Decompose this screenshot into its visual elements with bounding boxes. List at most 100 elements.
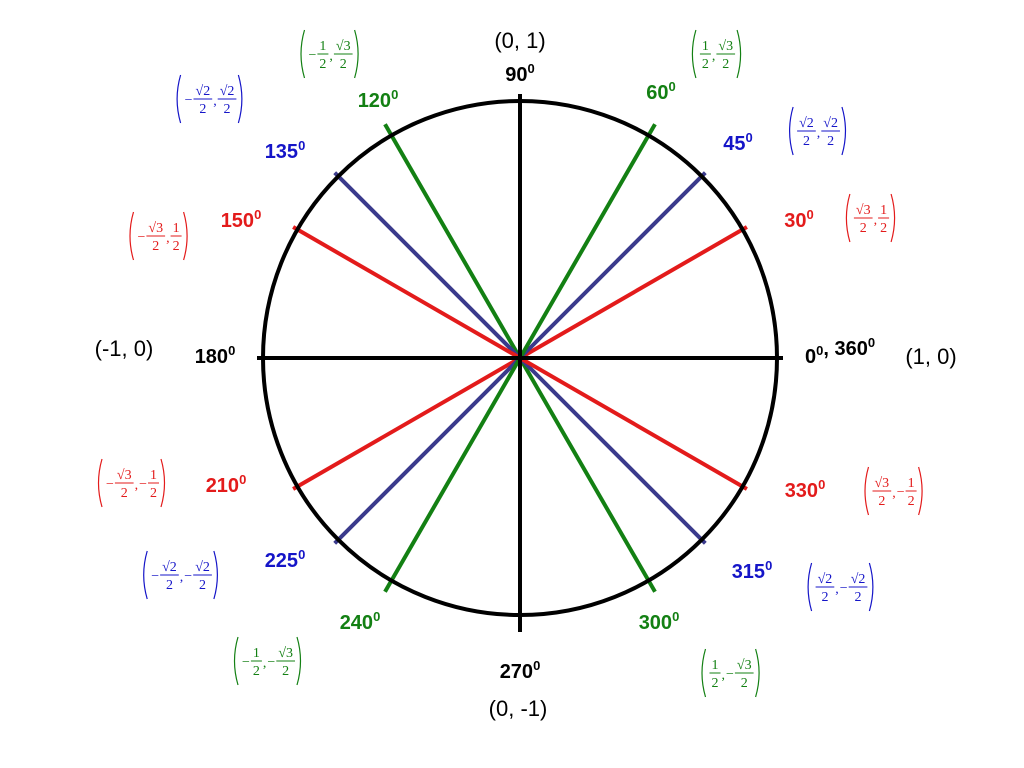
coord-y-30-numerator: 1 bbox=[880, 203, 887, 218]
coord-y-45-numerator: √2 bbox=[823, 116, 838, 131]
angle-label-120: 1200 bbox=[358, 87, 399, 112]
angle-label-0: 00, 3600 bbox=[805, 335, 875, 368]
coordinate-labels: (1, 0)(0, 1)(-1, 0)(0, -1)√32,12√22,√221… bbox=[95, 28, 957, 721]
coord-x-120-denominator: 2 bbox=[319, 57, 326, 72]
svg-text:,: , bbox=[180, 570, 184, 585]
angle-labels: 300 450 600 1200 1350 1500 2100 2250 2400 3000 315… bbox=[195, 61, 875, 683]
coord-label-225: −√22,−√22 bbox=[143, 550, 218, 600]
angle-label-330: 3300 bbox=[785, 477, 826, 502]
svg-text:,: , bbox=[213, 94, 217, 109]
coord-y-210-denominator: 2 bbox=[150, 486, 157, 501]
coord-y-300-sign: − bbox=[726, 667, 734, 682]
coord-x-135-denominator: 2 bbox=[199, 102, 206, 117]
angle-label-135: 1350 bbox=[265, 138, 306, 163]
coord-y-120-numerator: √3 bbox=[336, 39, 351, 54]
coord-x-150-denominator: 2 bbox=[152, 239, 159, 254]
coord-y-240-denominator: 2 bbox=[282, 664, 289, 679]
svg-text:,: , bbox=[166, 231, 170, 246]
coord-x-225-numerator: √2 bbox=[162, 560, 177, 575]
coord-label-240: −12,−√32 bbox=[233, 636, 302, 686]
angle-label-300: 3000 bbox=[639, 609, 680, 634]
coord-x-120-numerator: 1 bbox=[319, 39, 326, 54]
coord-label-210: −√32,−12 bbox=[97, 458, 166, 508]
coord-y-315-numerator: √2 bbox=[851, 572, 866, 587]
angle-label-210: 2100 bbox=[206, 472, 247, 497]
axis-point-left: (-1, 0) bbox=[95, 336, 154, 361]
coord-x-135-sign: − bbox=[185, 93, 193, 108]
svg-text:,: , bbox=[712, 49, 716, 64]
coord-x-240-denominator: 2 bbox=[253, 664, 260, 679]
coord-y-135-denominator: 2 bbox=[224, 102, 231, 117]
radius-line-315 bbox=[518, 356, 707, 545]
coord-y-30-denominator: 2 bbox=[880, 221, 887, 236]
coord-label-45: √22,√22 bbox=[789, 106, 847, 156]
coord-y-150-numerator: 1 bbox=[173, 221, 180, 236]
coord-label-120: −12,√32 bbox=[300, 29, 359, 79]
angle-label-60: 600 bbox=[646, 79, 675, 104]
coord-y-240-numerator: √3 bbox=[278, 646, 293, 661]
coord-x-225-sign: − bbox=[151, 569, 159, 584]
coord-y-225-sign: − bbox=[184, 569, 192, 584]
coord-y-210-numerator: 1 bbox=[150, 468, 157, 483]
angle-label-180: 1800 bbox=[195, 343, 236, 368]
radius-line-225 bbox=[333, 356, 522, 545]
svg-text:,: , bbox=[722, 668, 726, 683]
coord-y-330-sign: − bbox=[897, 485, 905, 500]
coord-x-30-numerator: √3 bbox=[856, 203, 871, 218]
coord-x-330-denominator: 2 bbox=[878, 494, 885, 509]
coord-y-315-sign: − bbox=[840, 581, 848, 596]
svg-text:,: , bbox=[835, 582, 839, 597]
angle-label-30: 300 bbox=[784, 207, 813, 232]
radius-line-120 bbox=[383, 123, 522, 360]
radius-line-45 bbox=[518, 171, 707, 360]
coord-x-300-denominator: 2 bbox=[712, 676, 719, 691]
coord-x-210-numerator: √3 bbox=[117, 468, 132, 483]
svg-text:,: , bbox=[329, 49, 333, 64]
coord-y-240-sign: − bbox=[267, 655, 275, 670]
coord-y-150-denominator: 2 bbox=[173, 239, 180, 254]
coord-x-315-numerator: √2 bbox=[818, 572, 833, 587]
radius-line-60 bbox=[518, 123, 657, 360]
radius-line-300 bbox=[518, 356, 657, 593]
coord-label-60: 12,√32 bbox=[691, 29, 742, 79]
coord-label-330: √32,−12 bbox=[864, 466, 923, 516]
coord-y-45-denominator: 2 bbox=[827, 134, 834, 149]
coord-label-30: √32,12 bbox=[845, 193, 896, 243]
angle-label-45: 450 bbox=[723, 130, 752, 155]
coord-x-150-sign: − bbox=[138, 230, 146, 245]
svg-text:,: , bbox=[263, 656, 267, 671]
svg-text:,: , bbox=[135, 478, 139, 493]
coord-y-60-denominator: 2 bbox=[722, 57, 729, 72]
coord-y-300-denominator: 2 bbox=[741, 676, 748, 691]
coord-x-60-denominator: 2 bbox=[702, 57, 709, 72]
coord-label-135: −√22,√22 bbox=[176, 74, 243, 124]
angle-label-240: 2400 bbox=[340, 609, 381, 634]
coord-y-225-numerator: √2 bbox=[195, 560, 210, 575]
coord-x-210-sign: − bbox=[106, 477, 114, 492]
coord-y-135-numerator: √2 bbox=[220, 84, 235, 99]
coord-y-330-denominator: 2 bbox=[908, 494, 915, 509]
radius-line-210 bbox=[292, 356, 521, 491]
svg-text:,: , bbox=[817, 126, 821, 141]
radius-line-150 bbox=[292, 225, 521, 360]
coord-y-210-sign: − bbox=[139, 477, 147, 492]
coord-y-330-numerator: 1 bbox=[908, 476, 915, 491]
coord-y-300-numerator: √3 bbox=[737, 658, 752, 673]
angle-label-315: 3150 bbox=[732, 558, 773, 583]
coord-x-150-numerator: √3 bbox=[148, 221, 163, 236]
coord-x-240-numerator: 1 bbox=[253, 646, 260, 661]
coord-x-300-numerator: 1 bbox=[712, 658, 719, 673]
axis-point-right: (1, 0) bbox=[905, 344, 956, 369]
coord-x-60-numerator: 1 bbox=[702, 39, 709, 54]
coord-y-120-denominator: 2 bbox=[340, 57, 347, 72]
axis-point-bottom: (0, -1) bbox=[489, 696, 548, 721]
coord-x-240-sign: − bbox=[242, 655, 250, 670]
coord-x-225-denominator: 2 bbox=[166, 578, 173, 593]
angle-label-150: 1500 bbox=[221, 207, 262, 232]
svg-text:,: , bbox=[892, 486, 896, 501]
angle-label-225: 2250 bbox=[265, 547, 306, 572]
coordinate-axes bbox=[257, 94, 783, 632]
coord-label-315: √22,−√22 bbox=[807, 562, 874, 612]
svg-text:,: , bbox=[874, 213, 878, 228]
